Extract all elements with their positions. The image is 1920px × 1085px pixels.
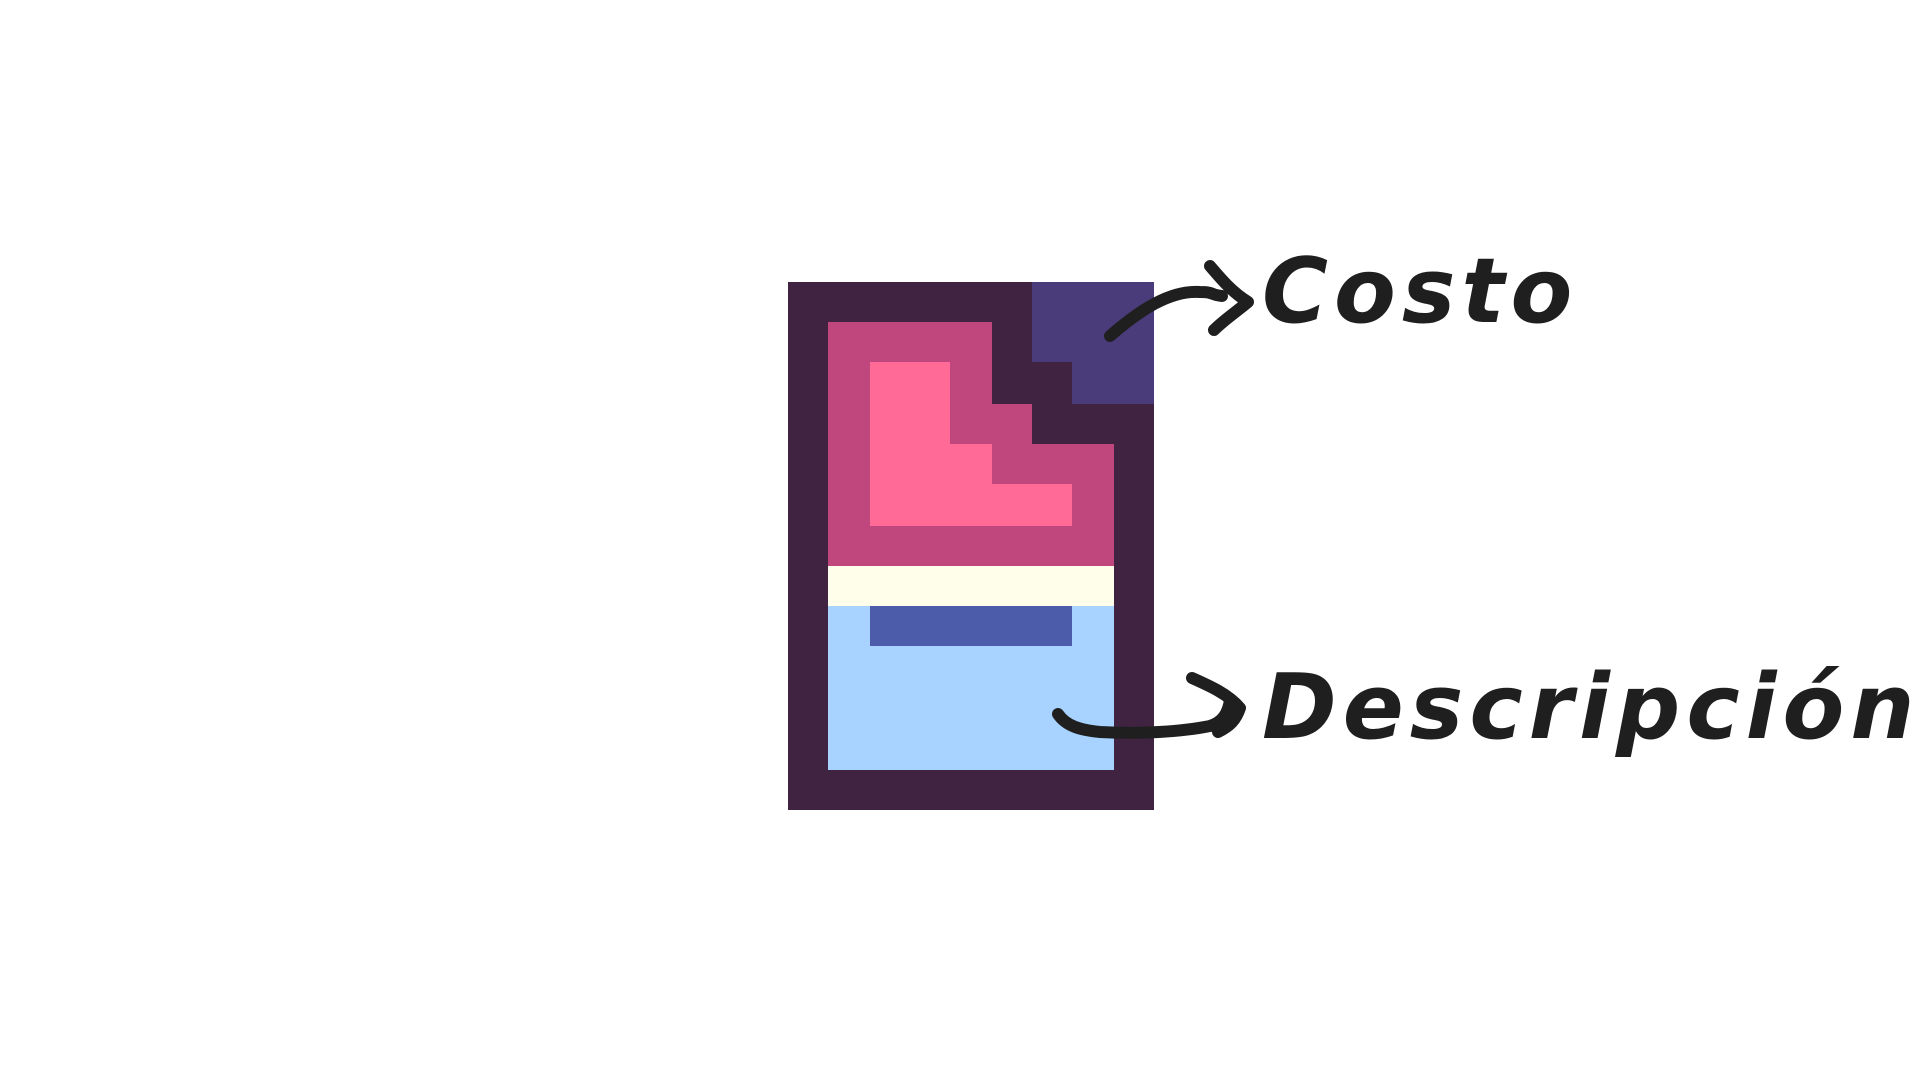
description-arrowhead: [1186, 672, 1246, 738]
cost-label: Costo: [1262, 239, 1578, 344]
description-label: Descripción: [1262, 655, 1920, 760]
pixel-card: [788, 282, 1154, 810]
art-frame-notch: [992, 322, 1154, 444]
cost-arrow: [1104, 285, 1228, 342]
description-bar: [870, 606, 1072, 646]
description-arrow: [1052, 694, 1236, 739]
description-annotation: Descripción: [1052, 655, 1920, 760]
cost-annotation: Costo: [1104, 239, 1578, 344]
cost-arrowhead: [1204, 260, 1254, 336]
art-fill: [870, 362, 1072, 526]
divider-strip: [828, 566, 1114, 606]
